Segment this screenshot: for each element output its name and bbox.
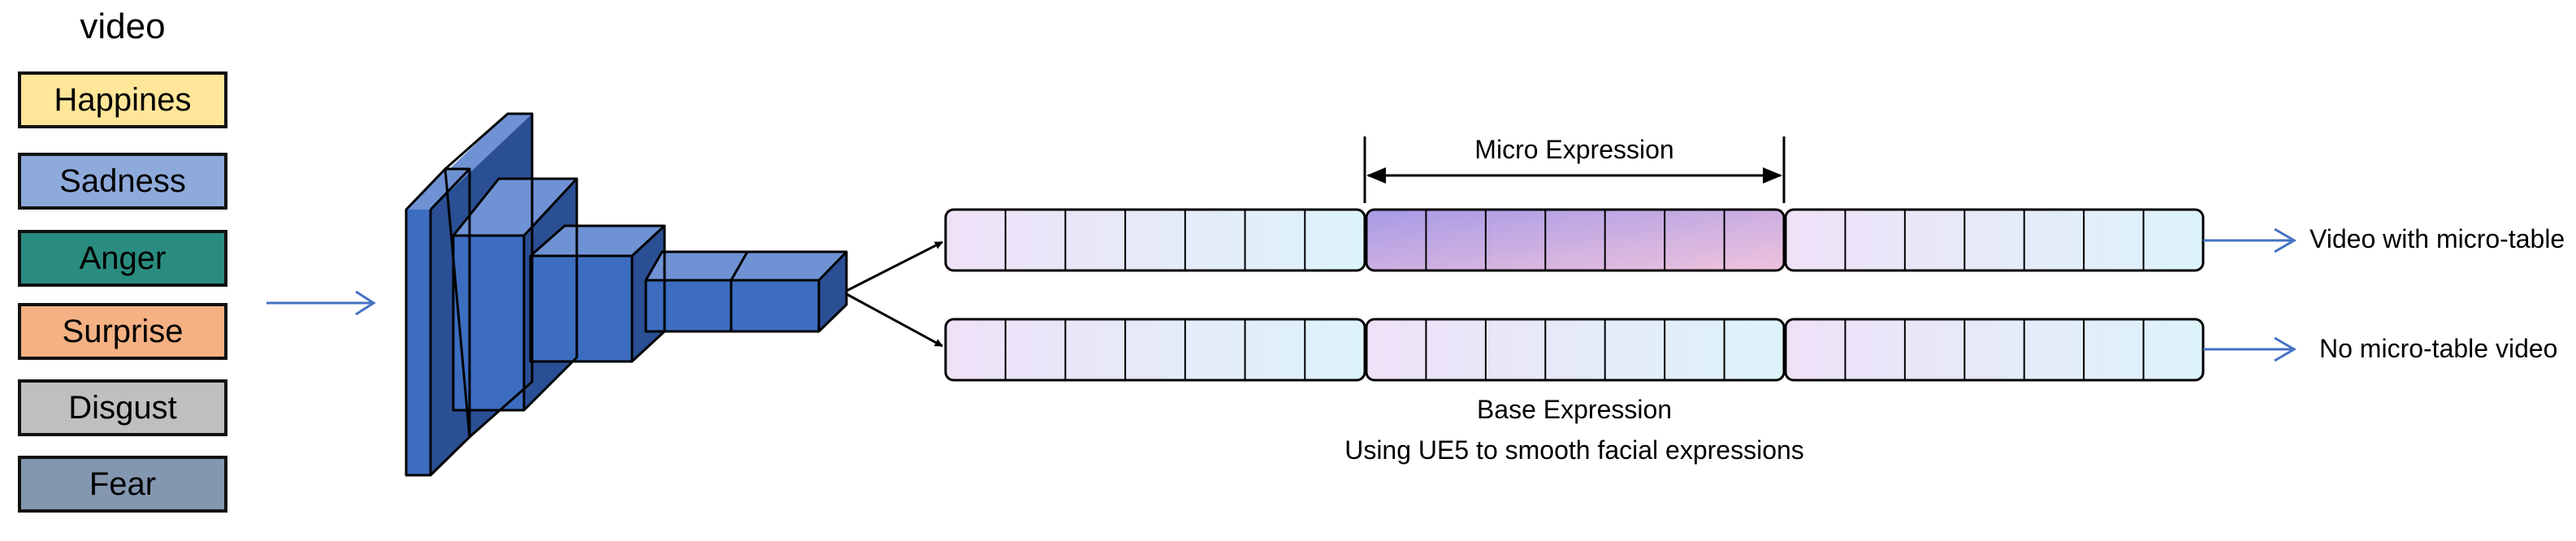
cnn-block-5: [731, 252, 846, 331]
emotion-disgust: Disgust: [18, 379, 227, 436]
output-arrow-top: [2203, 227, 2297, 253]
cnn-block-3: [530, 226, 665, 361]
frame-segment: [944, 208, 1366, 272]
emotion-sadness: Sadness: [18, 153, 227, 210]
emotion-surprise: Surprise: [18, 303, 227, 360]
output-arrow-bottom: [2203, 336, 2297, 362]
frame-segment: [944, 318, 1366, 382]
micro-expression-segment: [1365, 208, 1786, 272]
emotion-label: Surprise: [62, 313, 184, 349]
micro-expression-bracket: [1363, 136, 1786, 203]
cnn-encoder: [405, 112, 848, 477]
ue5-caption: Using UE5 to smooth facial expressions: [1344, 435, 1804, 465]
video-label: video: [80, 6, 166, 46]
emotion-happiness: Happines: [18, 71, 227, 128]
output-top-label: Video with micro-table: [2310, 224, 2565, 253]
frame-segment: [1365, 318, 1786, 382]
frame-segment: [1784, 318, 2205, 382]
emotion-label: Anger: [79, 240, 167, 276]
frame-strips: [944, 208, 2205, 382]
emotion-fear: Fear: [18, 456, 227, 513]
emotion-label: Fear: [89, 465, 157, 502]
micro-expression-label: Micro Expression: [1474, 135, 1674, 164]
split-arrows: [846, 240, 943, 348]
output-bottom-label: No micro-table video: [2319, 334, 2558, 363]
emotion-label: Happines: [54, 81, 192, 118]
emotion-label: Disgust: [68, 389, 177, 426]
frame-segment: [1784, 208, 2205, 272]
emotion-anger: Anger: [18, 230, 227, 287]
base-expression-label: Base Expression: [1476, 395, 1673, 424]
emotion-label: Sadness: [59, 162, 186, 199]
input-arrow: [266, 290, 376, 316]
